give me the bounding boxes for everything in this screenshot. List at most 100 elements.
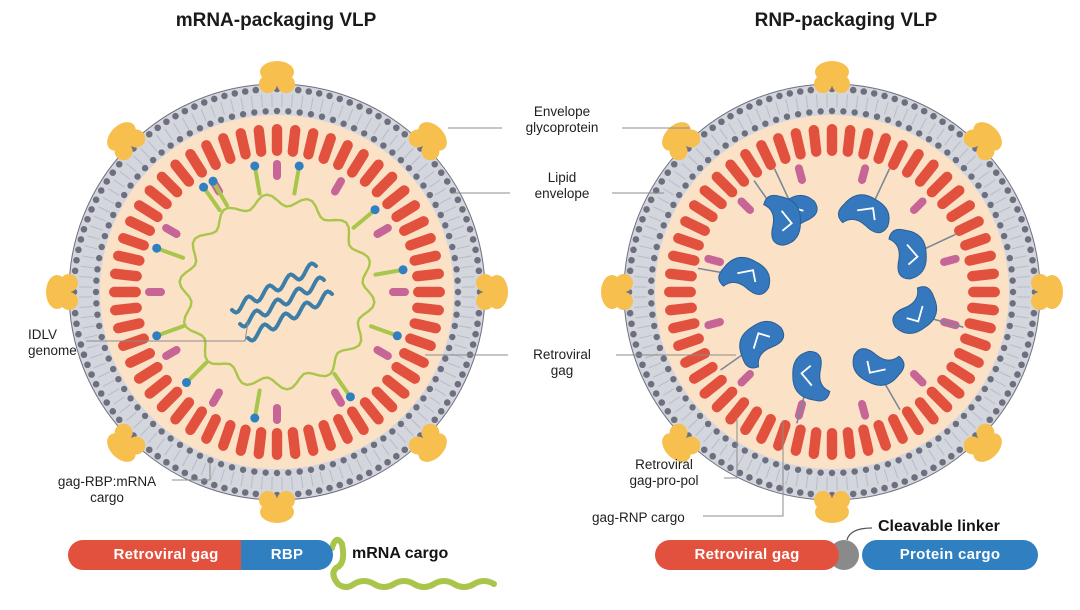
lipid-tail (737, 117, 745, 130)
lipid-head (454, 300, 461, 307)
lipid-head (884, 460, 892, 468)
lipid-head (285, 108, 292, 115)
lipid-tail (865, 473, 869, 487)
gag-subunit (668, 318, 700, 334)
gag-subunit (253, 125, 267, 157)
lipid-head (1030, 267, 1038, 275)
rbp-node (345, 392, 355, 402)
lipid-head (751, 452, 759, 459)
lipid-tail (1006, 353, 1019, 359)
lipid-head (273, 469, 281, 477)
lipid-head (210, 481, 218, 489)
lipid-head (652, 187, 660, 194)
lipid-head (163, 458, 170, 466)
lipid-head (96, 322, 103, 330)
lipid-tail (461, 275, 475, 278)
lipid-head (873, 113, 881, 120)
lipid-tail (220, 102, 225, 115)
construct-right-gag: Retroviral gag (655, 540, 839, 570)
lipid-head (172, 464, 179, 472)
lipid-tail (140, 425, 151, 436)
lipid-head (860, 489, 868, 496)
gag-subunit (711, 386, 738, 413)
lipid-tail (373, 449, 381, 462)
glycoprotein-lobe (408, 129, 427, 148)
lipid-head (393, 124, 400, 132)
lipid-head (776, 484, 783, 492)
mrna-tether (201, 185, 222, 213)
lipid-tail (300, 475, 304, 489)
lipid-head (231, 90, 239, 97)
lipid-head (670, 416, 678, 424)
label-envelope-glycoprotein: Envelope glycoprotein (525, 104, 599, 135)
lipid-tail (423, 404, 435, 413)
lipid-head (776, 92, 783, 100)
gag-subunit (756, 140, 776, 170)
lipid-head (1024, 236, 1032, 243)
lipid-head (77, 236, 85, 243)
lipid-head (443, 178, 451, 185)
lipid-tail (972, 163, 983, 173)
lipid-head (700, 446, 708, 454)
lipid-head (975, 182, 982, 189)
gag-subunit (235, 424, 251, 456)
rnp-cargo (718, 256, 771, 295)
lipid-tail (156, 134, 165, 146)
lipid-tail (919, 454, 927, 467)
lipid-head (862, 466, 870, 473)
lipid-head (649, 266, 656, 273)
gag-subunit (391, 361, 421, 384)
right-particle (601, 61, 1063, 523)
lipid-tail (1009, 235, 1022, 240)
glycoprotein (662, 122, 701, 161)
rbp-node (370, 205, 380, 215)
lipid-head (370, 441, 378, 449)
lipid-head (765, 481, 773, 489)
gag-subunit (409, 318, 441, 334)
lipid-head (389, 428, 396, 435)
lipid-head (475, 309, 483, 317)
glycoprotein-lobe (963, 129, 982, 148)
rbp-node (152, 243, 162, 253)
lipid-head (176, 441, 184, 449)
lipid-head (75, 330, 82, 338)
glycoprotein (963, 423, 1002, 462)
lipid-head (786, 487, 794, 494)
glycoprotein-lobe (669, 142, 688, 161)
lipid-tail (998, 206, 1011, 213)
lipid-head (881, 484, 888, 492)
mrna-tether (368, 324, 400, 338)
lipid-tail (1009, 344, 1022, 349)
lipid-head (722, 142, 729, 149)
mrna-tether (252, 163, 262, 196)
lipid-head (648, 277, 655, 284)
mrna-tether (252, 388, 262, 421)
glycoprotein (107, 423, 146, 462)
lipid-tail (648, 215, 662, 222)
lipid-head (105, 222, 112, 229)
lipid-head (449, 243, 456, 251)
lipid-tail (884, 469, 889, 482)
lipid-head (437, 408, 445, 415)
lipid-head (432, 375, 439, 383)
glycoprotein-lobe (814, 75, 832, 93)
lipid-head (451, 322, 458, 330)
lipid-tail (429, 179, 441, 188)
gag-pro-pol (858, 400, 870, 420)
gag-pro-pol (209, 388, 224, 407)
gag-subunit (901, 406, 924, 436)
lipid-tail (928, 449, 936, 462)
lipid-head (1018, 215, 1025, 223)
gag-subunit (253, 427, 267, 459)
gag-subunit (873, 133, 891, 164)
lipid-tail (688, 155, 699, 166)
lipid-head (935, 435, 942, 442)
lipid-head (105, 355, 112, 362)
lipid-head (346, 99, 354, 106)
lipid-head (664, 408, 672, 415)
glycoprotein-lobe (682, 129, 701, 148)
gag-pro-pol (858, 164, 870, 184)
gag-subunit (399, 216, 429, 236)
lipid-head (986, 160, 994, 168)
lipid-head (110, 211, 117, 219)
